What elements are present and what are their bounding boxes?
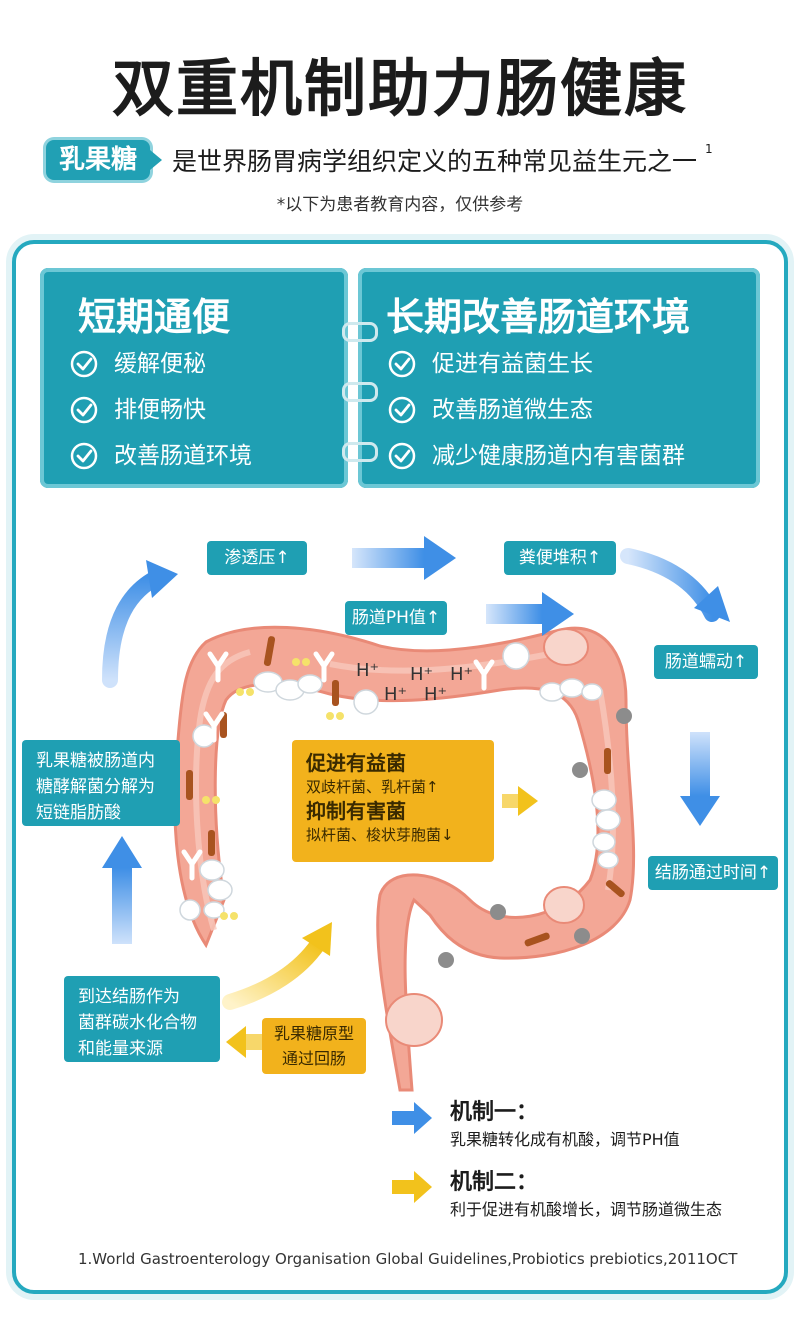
rectum-mass <box>385 993 443 1047</box>
check-circle-icon <box>70 442 98 470</box>
mechanism-two-text: 利于促进有机酸增长，调节肠道微生态 <box>450 1200 723 1219</box>
antibody-markers <box>181 651 495 881</box>
colon-transit-label: 结肠通过时间↑ <box>648 856 778 890</box>
decomposition-line: 短链脂肪酸 <box>36 803 121 823</box>
page-title: 双重机制助力肠健康 <box>111 52 688 125</box>
harmful-bacteria-rods <box>186 636 625 947</box>
ileum-line: 乳果糖原型 <box>273 1024 354 1043</box>
short-term-title: 短期通便 <box>78 295 231 339</box>
decomposition-label: 乳果糖被肠道内 糖酵解菌分解为 短链脂肪酸 <box>22 740 180 826</box>
colon-illustration: H⁺ H⁺ H⁺ H⁺ H⁺ <box>173 625 636 1092</box>
h-ion: H⁺ <box>424 684 447 705</box>
check-circle-icon <box>388 350 416 378</box>
check-circle-icon <box>388 442 416 470</box>
long-term-title: 长期改善肠道环境 <box>386 295 691 339</box>
reach-colon-label: 到达结肠作为 菌群碳水化合物 和能量来源 <box>64 976 220 1062</box>
peristalsis-label: 肠道蠕动↑ <box>654 645 758 679</box>
stool-clusters <box>179 642 621 921</box>
check-circle-icon <box>70 396 98 424</box>
h-ion: H⁺ <box>450 664 473 685</box>
binder-ring <box>342 382 378 402</box>
binder-ring <box>342 322 378 342</box>
disclaimer-note: *以下为患者教育内容，仅供参考 <box>276 195 524 215</box>
ileum-passage-label: 乳果糖原型 通过回肠 <box>262 1018 366 1074</box>
reference-mark: 1 <box>705 142 713 156</box>
mechanism-one-text: 乳果糖转化成有机酸，调节PH值 <box>450 1130 680 1149</box>
reference-footnote: 1.World Gastroenterology Organisation Gl… <box>78 1250 738 1268</box>
beneficial-bacteria-dots <box>202 658 344 920</box>
short-term-item-label: 缓解便秘 <box>114 351 206 377</box>
osmotic-pressure-label: 渗透压↑ <box>207 541 307 575</box>
reach-colon-line: 到达结肠作为 <box>78 987 180 1007</box>
promote-beneficial-text: 双歧杆菌、乳杆菌↑ <box>306 778 439 796</box>
stool-accumulation-label: 粪便堆积↑ <box>504 541 616 575</box>
decomposition-line: 乳果糖被肠道内 <box>36 751 155 771</box>
mechanism-one-arrows <box>102 536 730 944</box>
short-term-item-label: 排便畅快 <box>114 397 206 423</box>
long-term-item-label: 减少健康肠道内有害菌群 <box>432 443 685 469</box>
legend-yellow-arrow <box>392 1171 432 1203</box>
long-term-item-label: 改善肠道微生态 <box>432 397 593 423</box>
promote-beneficial-title: 促进有益菌 <box>306 751 406 775</box>
subtitle-text-main: 是世界肠胃病学组织定义的五种常见益生元之一 <box>172 147 698 176</box>
h-ion: H⁺ <box>410 664 433 685</box>
subtitle-text: 是世界肠胃病学组织定义的五种常见益生元之一 1 <box>172 142 713 178</box>
legend-blue-arrow <box>392 1102 432 1134</box>
lactulose-tag: 乳果糖 <box>46 140 150 180</box>
mechanism-two-arrows <box>222 786 538 1058</box>
decomposition-line: 糖酵解菌分解为 <box>36 777 155 797</box>
ileum-line: 通过回肠 <box>281 1049 346 1068</box>
check-circle-icon <box>70 350 98 378</box>
reach-colon-line: 菌群碳水化合物 <box>78 1013 197 1033</box>
long-term-item-label: 促进有益菌生长 <box>432 351 593 377</box>
binder-ring <box>342 442 378 462</box>
intestinal-ph-label: 肠道PH值↑ <box>345 601 447 635</box>
tag-pointer <box>150 150 162 170</box>
h-ion: H⁺ <box>356 660 379 681</box>
short-term-panel: 短期通便 缓解便秘 排便畅快 改善肠道环境 <box>40 268 348 488</box>
inhibit-harmful-text: 拟杆菌、梭状芽胞菌↓ <box>306 826 454 844</box>
mechanism-one-title: 机制一： <box>450 1100 539 1125</box>
reach-colon-line: 和能量来源 <box>78 1039 163 1059</box>
bacteria-balls <box>438 708 632 968</box>
mechanism-two-title: 机制二： <box>450 1170 539 1195</box>
inhibit-harmful-title: 抑制有害菌 <box>306 799 406 823</box>
check-circle-icon <box>388 396 416 424</box>
bacteria-balance-box: 促进有益菌 双歧杆菌、乳杆菌↑ 抑制有害菌 拟杆菌、梭状芽胞菌↓ <box>292 740 494 862</box>
short-term-item-label: 改善肠道环境 <box>114 443 252 469</box>
h-ion: H⁺ <box>384 684 407 705</box>
long-term-panel: 长期改善肠道环境 促进有益菌生长 改善肠道微生态 减少健康肠道内有害菌群 <box>358 268 760 488</box>
subtitle-line: 乳果糖 是世界肠胃病学组织定义的五种常见益生元之一 1 <box>46 140 766 184</box>
